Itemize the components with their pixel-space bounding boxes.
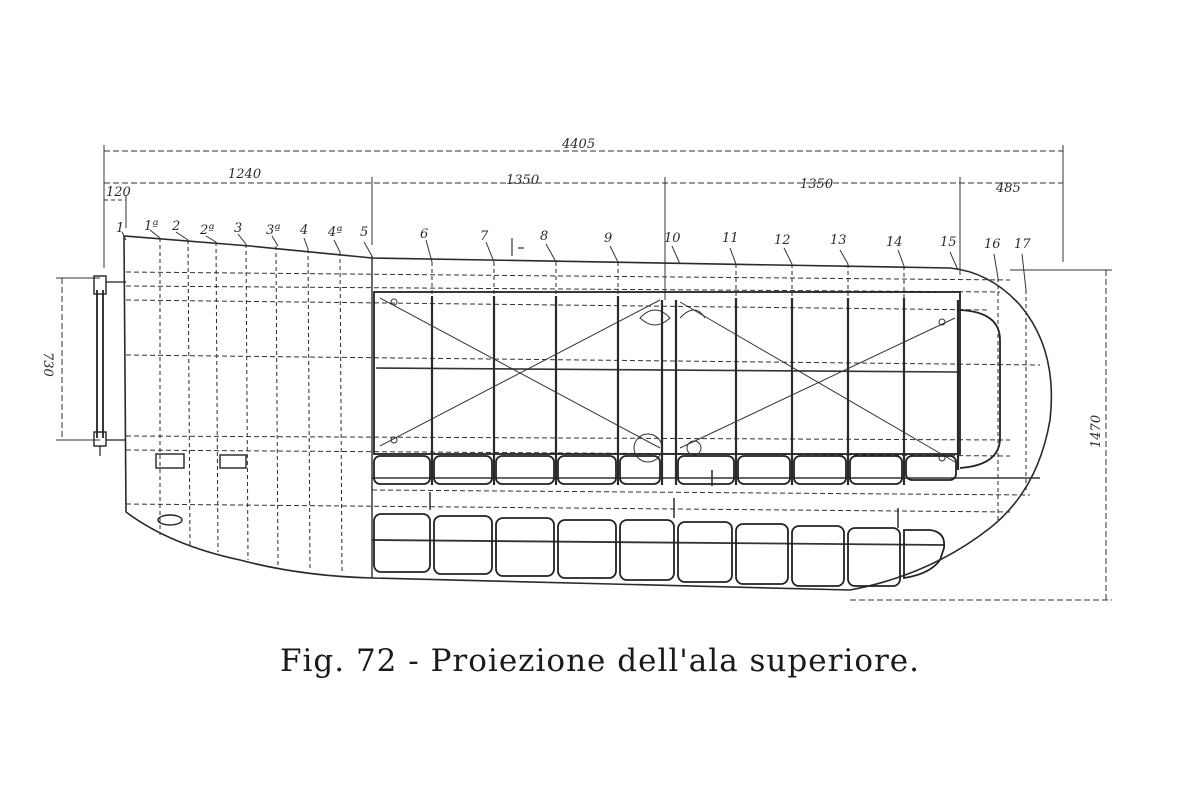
rib-label-13: 13 xyxy=(830,233,847,248)
rib-label-6: 6 xyxy=(420,227,428,242)
bracing-wires xyxy=(379,297,956,486)
center-frame xyxy=(373,291,1001,469)
ribs xyxy=(159,238,1027,578)
rib-label-17: 17 xyxy=(1014,237,1031,252)
rib-label-7: 7 xyxy=(480,229,489,244)
small-marks xyxy=(511,238,524,256)
rib-label-2a: 2ª xyxy=(199,223,214,238)
dim-outer-bay: 1350 xyxy=(800,177,833,192)
wing-outline xyxy=(123,235,1053,591)
root-strut xyxy=(93,275,126,456)
rib-label-9: 9 xyxy=(604,231,612,246)
dim-root-stub: 120 xyxy=(106,185,131,200)
rib-label-16: 16 xyxy=(984,237,1001,252)
rib-labels: 1 1ª 2 2ª 3 3ª 4 4ª 5 6 7 8 9 10 11 12 1… xyxy=(116,219,1031,252)
rib-label-5: 5 xyxy=(360,225,368,240)
rib-label-4: 4 xyxy=(299,223,308,238)
rib-label-1: 1 xyxy=(116,221,124,236)
dim-overall-span: 4405 xyxy=(561,137,595,152)
rib-label-15: 15 xyxy=(940,235,957,250)
dim-root-section: 1240 xyxy=(228,167,261,182)
rib-label-12: 12 xyxy=(774,233,791,248)
spars xyxy=(125,271,1041,546)
rib-label-1a: 1ª xyxy=(144,219,158,234)
figure-caption: Fig. 72 - Proiezione dell'ala superiore. xyxy=(279,643,921,679)
aileron-cells xyxy=(373,455,957,587)
dim-center-bay: 1350 xyxy=(506,173,539,188)
rib-label-10: 10 xyxy=(664,231,681,246)
root-cutouts xyxy=(155,453,247,526)
rib-label-3a: 3ª xyxy=(266,223,280,238)
dim-chord: 1470 xyxy=(1089,415,1104,448)
rib-label-8: 8 xyxy=(540,229,548,244)
dim-tip-section: 485 xyxy=(995,181,1021,196)
dimension-lines xyxy=(56,145,1112,602)
dim-strut-height: 730 xyxy=(40,352,55,377)
rib-label-11: 11 xyxy=(722,231,739,246)
rib-label-3: 3 xyxy=(234,221,242,236)
dimension-labels: 4405 1240 1350 1350 485 120 730 1470 xyxy=(40,137,1104,448)
rib-leaders xyxy=(121,229,1027,291)
rib-label-4a: 4ª xyxy=(327,225,342,240)
rib-label-2: 2 xyxy=(171,219,180,234)
rib-label-14: 14 xyxy=(886,235,903,250)
